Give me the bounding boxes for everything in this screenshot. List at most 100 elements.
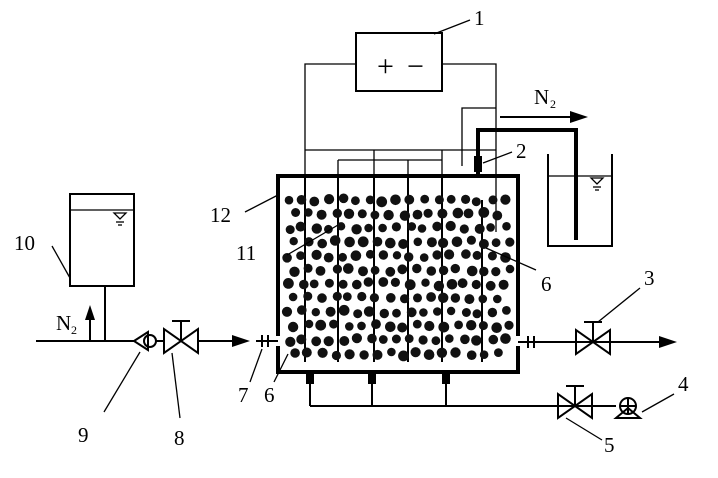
bed-particle [488,195,498,205]
bed-particle [299,279,309,290]
bed-particle [474,223,485,234]
bed-particle [432,250,442,260]
bed-particle [436,347,448,358]
bed-particle [385,266,396,277]
dc-power-supply: + − [355,32,443,92]
label-5: 5 [604,433,615,457]
bed-particle [350,250,362,261]
wiring [304,63,497,232]
bed-particle [457,278,468,289]
bed-particle [331,350,341,361]
bed-particle [404,279,416,291]
bed-particle [504,320,514,330]
bed-particle [338,193,349,204]
bed-particle [505,264,515,274]
bed-particle [466,235,476,245]
bed-particle [471,279,481,290]
bed-particle [285,225,295,235]
bed-particle [317,238,328,249]
bed-particle [323,336,334,347]
bed-particle [339,336,350,346]
n2-outlet-sub: 2 [550,97,556,111]
bed-particle [392,308,401,318]
bed-particle [392,251,402,260]
bed-particle [304,208,313,217]
bed-particle [412,319,422,329]
water-seal-beaker [547,154,613,247]
bed-particle [371,319,381,329]
valve-8 [163,320,199,355]
bed-particle [398,350,409,362]
bed-particle [418,335,428,345]
bed-particle [502,222,511,231]
bed-particle [390,194,401,206]
bed-particle [281,306,293,317]
bed-particle [315,319,327,331]
bed-particle [359,350,369,360]
bed-particle [379,308,389,319]
bed-particle [446,279,458,290]
bed-particle [500,194,511,205]
bed-particle [291,208,301,217]
bed-particle [431,336,441,346]
bed-particle [296,251,305,260]
bed-particle [357,236,369,248]
n2-inlet: N 2 [36,305,105,342]
n2-outlet-label: N [534,85,549,109]
leader-11 [286,224,339,256]
bed-particle [500,252,511,263]
bed-particle [311,308,320,317]
bed-particle [338,304,350,316]
bed-particle [336,222,346,231]
bed-particle [505,237,515,247]
pump-4 [613,397,643,419]
bed-particle [413,237,423,247]
bed-particle [383,209,394,221]
label-1: 1 [474,6,485,30]
bed-particle [385,321,396,333]
label-9: 9 [78,423,89,447]
label-4: 4 [678,372,689,396]
bed-particle [284,195,294,205]
bed-particle [446,194,456,204]
bed-particle [311,249,322,260]
n2-outlet-arrow: N 2 [500,85,588,123]
label-11: 11 [236,241,256,265]
bed-particle [390,277,400,287]
bed-particle [471,197,481,207]
bed-particle [372,349,383,360]
bed-particle [391,222,401,232]
bed-particle [438,321,450,333]
bed-particle [351,333,362,344]
bed-particle [351,196,360,206]
bed-particle [378,250,389,260]
bed-particle [397,264,408,275]
leader-9 [103,351,141,413]
bed-particle [391,334,401,344]
bed-particle [463,208,474,219]
bed-particle [412,209,423,220]
bed-particle [444,249,455,260]
label-6-left: 6 [264,383,275,407]
bed-particle [407,222,417,231]
bed-particle [478,294,488,304]
bed-particle [365,195,375,205]
bed-particle [338,279,348,289]
bed-particle [487,307,498,318]
leader-2 [482,151,513,164]
bed-particle [295,221,306,232]
bed-particle [464,294,475,305]
bed-particle [438,237,449,249]
leader-6-left [273,353,289,383]
bed-particle [332,264,342,274]
bed-particle [421,278,430,287]
bed-particle [466,350,477,361]
bed-particle [486,223,495,232]
bed-particle [450,347,461,358]
bed-particle [437,208,448,219]
bed-particle [325,306,336,317]
bed-particle [290,348,300,358]
bed-particle [352,279,362,290]
bed-particle [478,321,488,331]
bed-particle [466,265,478,277]
